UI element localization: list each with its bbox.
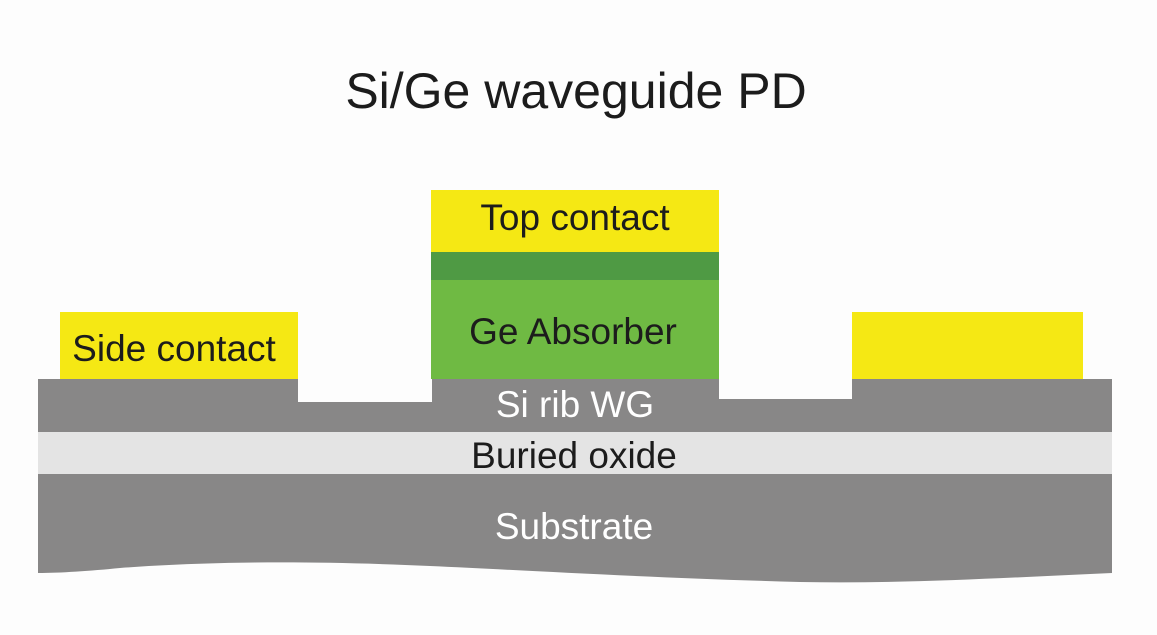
si-rib-waveguide-layer bbox=[38, 379, 1112, 432]
side-contact-label: Side contact bbox=[72, 328, 276, 369]
side-contact-left bbox=[60, 312, 298, 379]
substrate-label: Substrate bbox=[494, 506, 654, 547]
top-contact-label: Top contact bbox=[480, 197, 670, 238]
ge-absorber bbox=[431, 280, 719, 379]
substrate-layer bbox=[38, 474, 1112, 583]
diagram-title: Si/Ge waveguide PD bbox=[345, 63, 807, 119]
buried-oxide-label: Buried oxide bbox=[471, 435, 677, 476]
side-contact-right bbox=[852, 312, 1083, 379]
top-contact bbox=[431, 190, 719, 252]
doped-ge-layer bbox=[431, 252, 719, 280]
buried-oxide-layer bbox=[38, 432, 1112, 474]
ge-absorber-label: Ge Absorber bbox=[469, 311, 677, 352]
si-rib-wg-label: Si rib WG bbox=[495, 384, 655, 425]
